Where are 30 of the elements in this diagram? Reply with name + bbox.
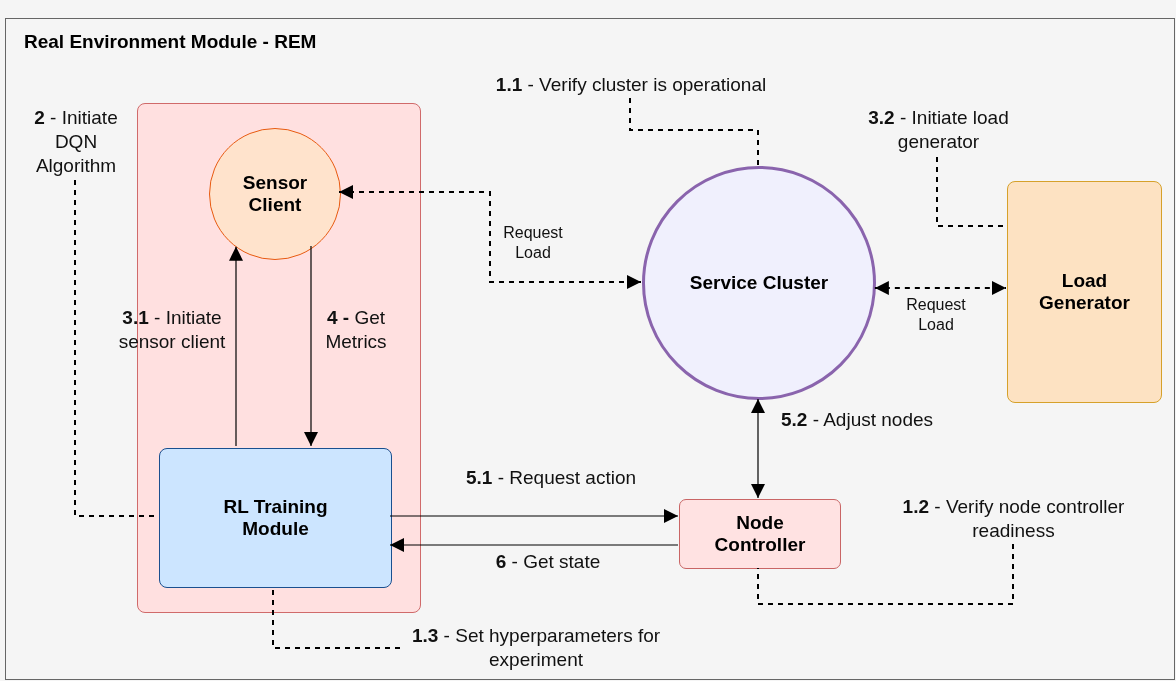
- node-label: Load Generator: [1038, 270, 1131, 314]
- process-box: [159, 448, 392, 588]
- step-label: 1.2 - Verify node controller readiness: [876, 495, 1151, 545]
- node-label: Node Controller: [713, 512, 807, 556]
- arrow: [873, 281, 1007, 295]
- arrow: [751, 398, 765, 499]
- step-label: 1.3 - Set hyperparameters for experiment: [401, 624, 671, 674]
- node-label: Sensor Client: [241, 172, 309, 216]
- edge-label: 5.1 - Request action: [464, 466, 638, 490]
- step-label: 1.1 - Verify cluster is operational: [466, 73, 796, 99]
- process-box: [679, 499, 841, 569]
- edge-label: Request Load: [905, 295, 967, 335]
- edge-label: 5.2 - Adjust nodes: [779, 408, 935, 432]
- node-label: Service Cluster: [689, 272, 829, 294]
- step-label: 3.2 - Initiate load generator: [841, 106, 1036, 158]
- edge-label: 6 - Get state: [494, 550, 602, 574]
- edge-label: Request Load: [502, 223, 564, 263]
- leader-line: [757, 543, 1014, 605]
- module-frame: [5, 18, 1175, 680]
- step-label: 2 - Initiate DQN Algorithm: [16, 106, 136, 181]
- node-label: RL Training Module: [222, 496, 329, 540]
- arrow: [304, 245, 318, 447]
- arrow: [229, 246, 243, 447]
- edge-label: 4 - Get Metrics: [324, 306, 388, 354]
- leader-line: [629, 97, 759, 166]
- arrow: [338, 185, 642, 289]
- arrow: [389, 509, 679, 523]
- frame-heading: Real Environment Module - REM: [24, 31, 317, 53]
- arrow: [389, 538, 679, 552]
- process-box: [1007, 181, 1162, 403]
